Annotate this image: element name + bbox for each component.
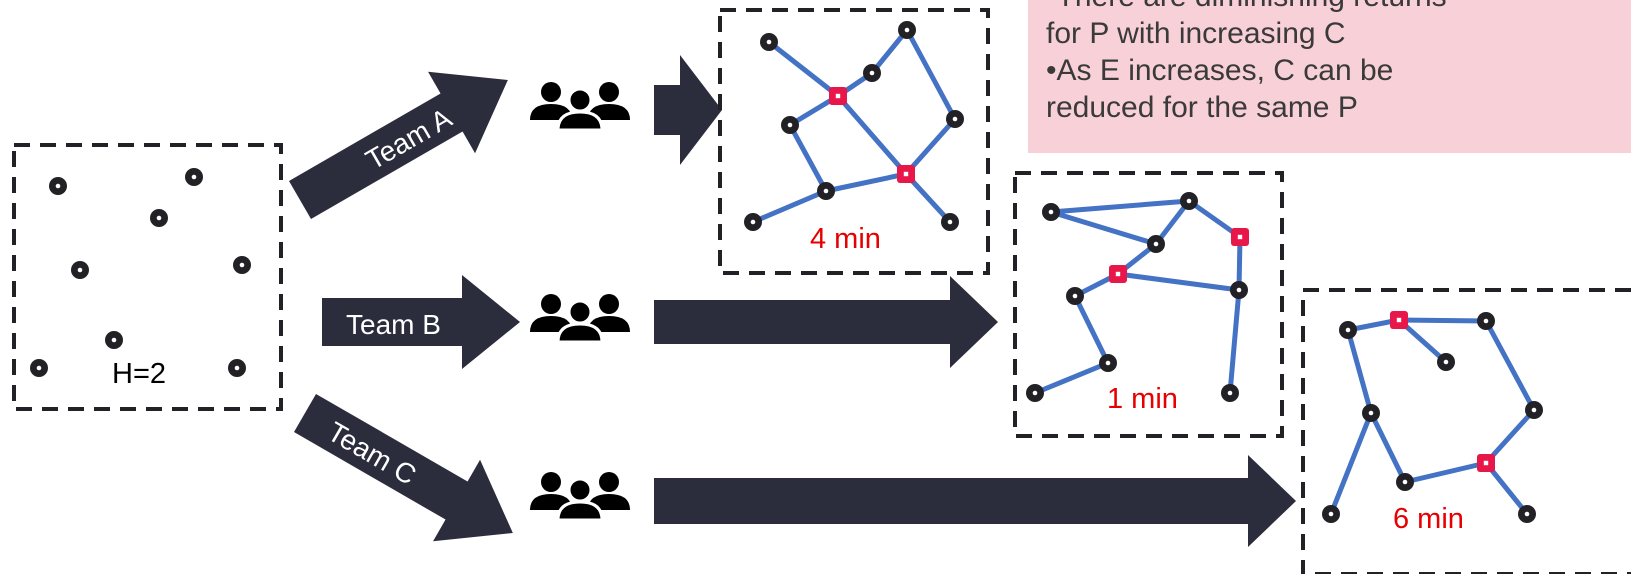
input-node [71,261,89,279]
team-b-branch: Team B 1 min [322,171,1284,438]
result-node [941,213,959,231]
team-a-time: 4 min [810,223,881,255]
team-b-arrow [322,275,520,369]
result-node [1518,505,1536,523]
team-c-branch: Team C 6 min [294,288,1631,574]
result-node [1339,321,1357,339]
input-label: H=2 [112,358,166,390]
result-node [1147,235,1165,253]
team-a-result-box [718,8,990,275]
team-b-result-box [1013,171,1284,438]
result-node [1362,404,1380,422]
team-b-output-arrow [654,276,998,368]
result-node [1099,354,1117,372]
team-c-time: 6 min [1393,503,1464,535]
result-node [1221,384,1239,402]
team-people-icon [528,470,632,522]
team-b-time: 1 min [1107,383,1178,415]
highlighted-node-icon [897,165,915,183]
input-node [105,331,123,349]
result-node [760,33,778,51]
team-a-output-arrow [654,55,722,165]
input-node [233,256,251,274]
input-node [150,209,168,227]
team-people-icon [528,292,632,344]
result-node [1180,192,1198,210]
result-node [1026,384,1044,402]
team-a-edges [750,27,958,225]
result-node [863,64,881,82]
result-node [1396,473,1414,491]
team-b-edges [1032,198,1243,396]
input-box: H=2 [12,143,283,411]
result-node [1322,505,1340,523]
input-node [185,168,203,186]
highlighted-node-icon [829,87,847,105]
result-node [1230,281,1248,299]
team-c-result-box [1301,288,1631,574]
findings-note: •There are diminishing returns for P wit… [1028,0,1631,153]
result-node [898,21,916,39]
team-c-output-arrow [654,455,1296,547]
note-line-2: for P with increasing C [1046,17,1346,50]
note-line-1: •There are diminishing returns [1046,0,1613,15]
note-line-4: reduced for the same P [1046,91,1358,124]
team-a-branch: Team A 4 min [289,8,990,275]
highlighted-node-icon [1231,228,1249,246]
highlighted-node-icon [1390,311,1408,329]
result-node [817,182,835,200]
result-node [1437,353,1455,371]
team-c-arrow: Team C [294,393,513,542]
highlighted-node-icon [1477,454,1495,472]
team-a-arrow: Team A [289,71,508,220]
result-node [744,213,762,231]
team-b-label: Team B [346,309,441,340]
result-node [781,116,799,134]
result-node [946,110,964,128]
input-node [30,359,48,377]
team-c-edges [1328,317,1537,517]
result-node [1066,287,1084,305]
input-node [49,177,67,195]
result-node [1525,401,1543,419]
result-node [1042,203,1060,221]
team-people-icon [528,80,632,132]
note-line-3: •As E increases, C can be [1046,54,1394,87]
highlighted-node-icon [1109,265,1127,283]
input-node [228,359,246,377]
result-node [1477,312,1495,330]
